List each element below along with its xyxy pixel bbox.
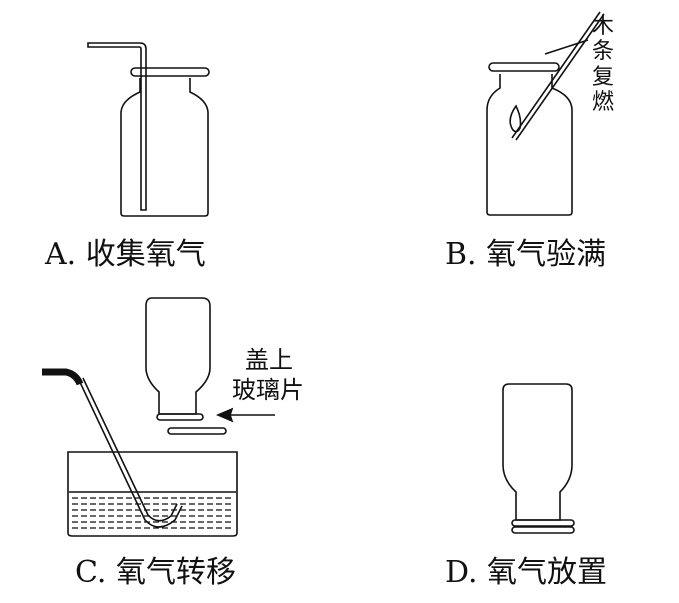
delivery-tube-c bbox=[42, 368, 183, 528]
water-trough bbox=[67, 451, 238, 537]
glass-plate bbox=[167, 427, 227, 435]
cover-annotation-line2: 玻璃片 bbox=[232, 376, 304, 404]
caption-c: C. 氧气转移 bbox=[75, 555, 236, 590]
glowing-splint bbox=[509, 11, 605, 141]
inverted-bottle-d bbox=[502, 383, 575, 534]
arrow bbox=[215, 407, 275, 423]
caption-a: A. 收集氧气 bbox=[45, 237, 206, 272]
gas-bottle-b bbox=[486, 62, 573, 216]
caption-b: B. 氧气验满 bbox=[445, 237, 607, 272]
cover-annotation-line1: 盖上 bbox=[245, 346, 293, 374]
inverted-bottle-c bbox=[145, 297, 211, 421]
delivery-tube-a bbox=[87, 42, 147, 211]
splint-annotation: 木条复燃 bbox=[592, 14, 615, 115]
caption-d: D. 氧气放置 bbox=[445, 555, 608, 590]
gas-bottle-a bbox=[120, 67, 210, 217]
water-dashes bbox=[72, 497, 234, 529]
